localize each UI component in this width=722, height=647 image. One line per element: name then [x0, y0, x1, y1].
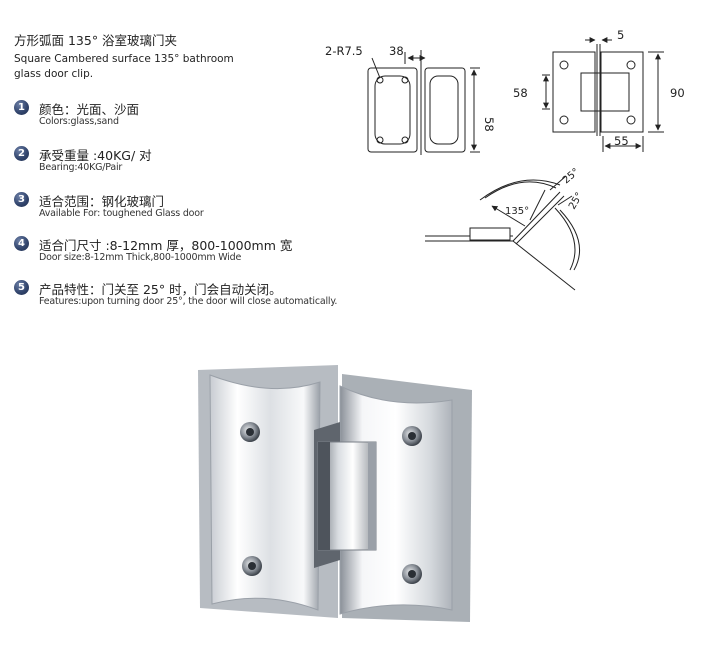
product-photo — [198, 365, 472, 622]
front-view-drawing — [367, 50, 480, 155]
dim-58-left-label: 58 — [482, 117, 496, 132]
spec-label-en: Door size:8-12mm Thick,800-1000mm Wide — [39, 252, 242, 263]
side-view-drawing — [542, 37, 664, 152]
dim-radius-label: 2-R7.5 — [325, 44, 363, 58]
number-badge-icon: 4 — [14, 236, 29, 251]
spec-label-zh: 适合门尺寸 :8-12mm 厚，800-1000mm 宽 — [39, 238, 293, 253]
product-title-en: Square Cambered surface 135° bathroom gl… — [14, 53, 234, 80]
angle-135-label: 135° — [505, 206, 529, 217]
angle-25-side-label: 25° — [567, 191, 585, 212]
dim-5-label: 5 — [617, 28, 624, 42]
number-badge-icon: 5 — [14, 280, 29, 295]
spec-label-zh: 产品特性：门关至 25° 时，门会自动关闭。 — [39, 282, 282, 297]
angle-diagram — [425, 175, 581, 291]
dim-90-label: 90 — [670, 86, 685, 100]
dim-58-right-label: 58 — [513, 86, 528, 100]
angle-25-top-label: 25° — [561, 166, 582, 186]
spec-label-en: Bearing:40KG/Pair — [39, 162, 123, 173]
dim-38-label: 38 — [389, 44, 404, 58]
spec-label-en: Available For: toughened Glass door — [39, 208, 204, 219]
number-badge-icon: 1 — [14, 100, 29, 115]
spec-label-en: Features:upon turning door 25°, the door… — [39, 296, 338, 307]
spec-label-zh: 承受重量 :40KG/ 对 — [39, 148, 152, 163]
spec-label-zh: 颜色：光面、沙面 — [39, 102, 140, 117]
dim-55-label: 55 — [614, 134, 629, 148]
number-badge-icon: 3 — [14, 192, 29, 207]
spec-label-zh: 适合范围：钢化玻璃门 — [39, 194, 165, 209]
product-title-zh: 方形弧面 135° 浴室玻璃门夹 — [14, 33, 178, 48]
number-badge-icon: 2 — [14, 146, 29, 161]
spec-label-en: Colors:glass,sand — [39, 116, 119, 127]
